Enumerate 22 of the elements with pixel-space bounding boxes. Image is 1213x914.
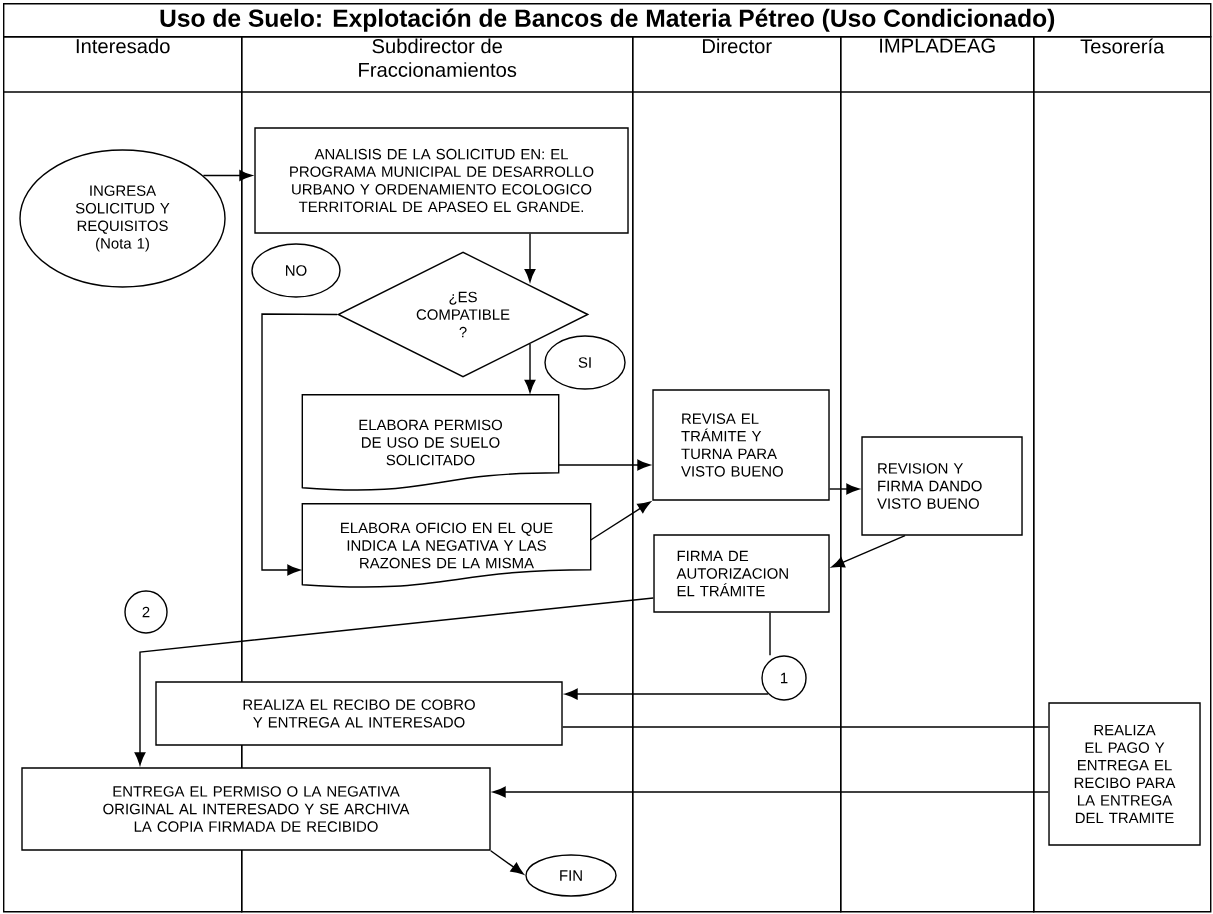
process-box: REALIZA EL PAGO Y ENTREGA EL RECIBO PARA LA ENTREGA DEL TRAMITE [1048,702,1201,846]
process-box: FIRMA DE AUTORIZACION EL TRÁMITE [653,534,830,613]
arrow [564,688,769,700]
arrow [524,233,536,282]
arrow [590,501,651,541]
process-box: REVISA EL TRÁMITE Y TURNA PARA VISTO BUENO [652,389,830,501]
process-box: ENTREGA EL PERMISO O LA NEGATIVA ORIGINAL AL INTERESADO Y SE ARCHIVA LA COPIA FIRMADA DE RECIBIDO [21,767,491,851]
process-box: ANALISIS DE LA SOLICITUD EN: EL PROGRAMA MUNICIPAL DE DESARROLLO URBANO Y ORDENAMIENTO ECOLOGICO TERRITORIAL DE APASEO EL GRANDE. [254,127,629,234]
arrow [524,343,536,393]
arrow [558,459,651,471]
process-box: REVISION Y FIRMA DANDO VISTO BUENO [861,436,1023,536]
process-box: REALIZA EL RECIBO DE COBRO Y ENTREGA AL INTERESADO [155,681,563,746]
arrow [492,786,1050,798]
document-box: ELABORA OFICIO EN EL QUE INDICA LA NEGATIVA Y LAS RAZONES DE LA MISMA [301,503,592,588]
arrow [829,483,860,495]
arrow [202,170,253,181]
arrow [134,597,654,766]
title-bar: Uso de Suelo: Explotación de Bancos de Materia Pétreo (Uso Condicionado) [3,3,1212,38]
arrow [490,850,524,875]
arrow [261,313,338,576]
arrow [831,535,906,568]
document-box: ELABORA PERMISO DE USO DE SUELO SOLICITADO [301,394,560,491]
